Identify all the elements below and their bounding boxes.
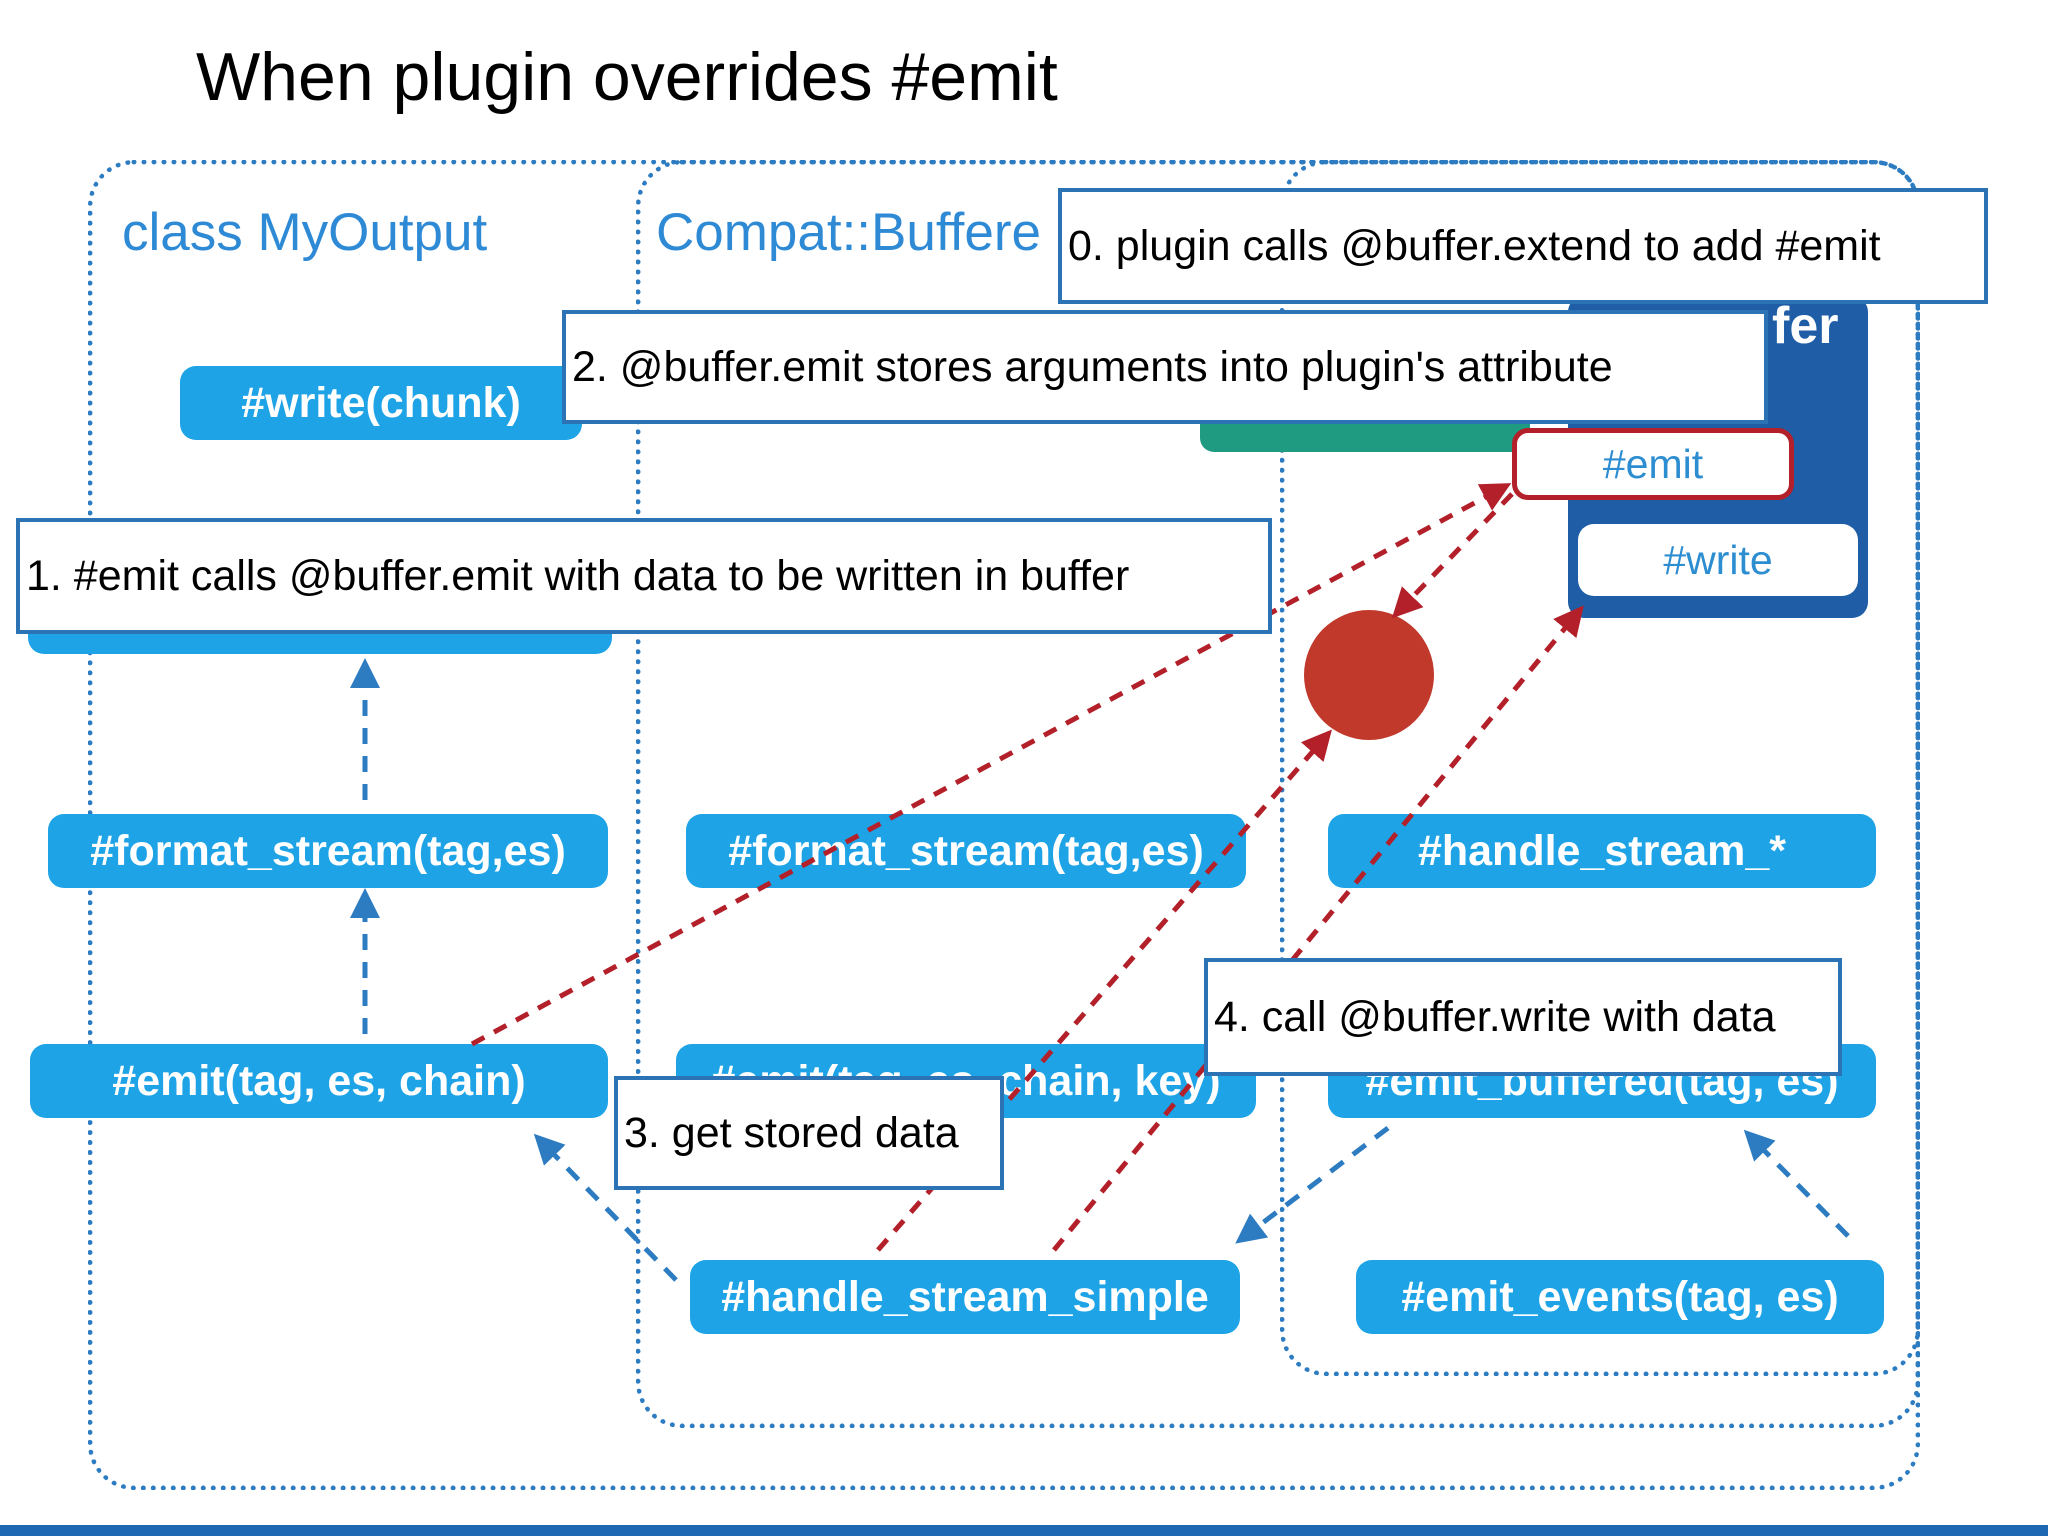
flow-buffer-emit-to-data [1391, 492, 1514, 619]
arrow-emit-buffered-to-handle [1235, 1126, 1390, 1244]
write-chunk-method: #write(chunk) [180, 366, 582, 440]
flow-handle-to-buffer-write [1052, 605, 1584, 1252]
emit-events-method: #emit_events(tag, es) [1356, 1260, 1884, 1334]
my-output-heading: class MyOutput [122, 203, 488, 262]
note-step-4: 4. call @buffer.write with data [1204, 958, 1842, 1076]
slide-title: When plugin overrides #emit [196, 39, 1058, 115]
note-step-2: 2. @buffer.emit stores arguments into pl… [562, 310, 1768, 424]
note-step-3: 3. get stored data [614, 1076, 1004, 1190]
handle-stream-any-method: #handle_stream_* [1328, 814, 1876, 888]
buffer-emit-method: #emit [1512, 428, 1794, 500]
bottom-bar [0, 1525, 2048, 1536]
arrow-handle-simple-to-emit [533, 1133, 678, 1282]
compat-buffered-heading: Compat::Buffere [656, 203, 1041, 262]
buffer-frame [1280, 160, 1920, 1376]
note-step-1: 1. #emit calls @buffer.emit with data to… [16, 518, 1272, 634]
stored-data-dot [1304, 610, 1434, 740]
handle-stream-simple-method: #handle_stream_simple [690, 1260, 1240, 1334]
buffer-heading: fer [1772, 297, 1839, 355]
flow-emit-to-buffer-emit [470, 483, 1512, 1047]
emit-method-left: #emit(tag, es, chain) [30, 1044, 608, 1118]
note-step-0: 0. plugin calls @buffer.extend to add #e… [1058, 188, 1988, 304]
format-stream-method-left: #format_stream(tag,es) [48, 814, 608, 888]
buffer-write-method: #write [1578, 524, 1858, 596]
arrow-emit-events-to-emit-buffered [1743, 1129, 1850, 1238]
